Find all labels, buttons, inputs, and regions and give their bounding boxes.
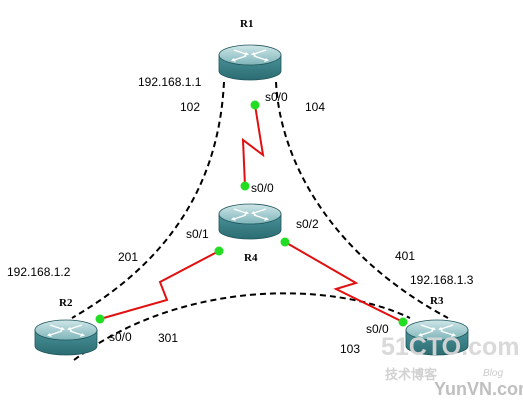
router-r1-ip: 192.168.1.1	[138, 75, 202, 89]
serial-r4-r3	[284, 241, 404, 323]
interface-label-r4-s02: s0/2	[296, 217, 319, 231]
router-r1-icon[interactable]	[218, 44, 282, 81]
interface-label-r3-s00: s0/0	[366, 322, 389, 336]
dlci-r3-to-r1: 401	[395, 249, 415, 263]
router-r4-label: R4	[244, 252, 258, 264]
router-r2-icon[interactable]	[34, 319, 98, 356]
router-r1-label: R1	[240, 18, 253, 30]
watermark-cn: 技术博客	[385, 367, 438, 383]
router-r3-label: R3	[430, 295, 444, 307]
interface-dot-r1-s00	[250, 100, 260, 110]
serial-links	[99, 104, 404, 323]
watermark: 51CTO.com 技术博客 Blog YunVN.com	[381, 333, 523, 399]
interface-dot-r4-s01	[214, 246, 224, 256]
interface-label-r4-s01: s0/1	[186, 227, 209, 241]
serial-r4-r2	[99, 250, 220, 320]
interface-label-r4-s00: s0/0	[251, 181, 274, 195]
dlci-r2-to-r1: 201	[118, 250, 138, 264]
router-r3-ip: 192.168.1.3	[410, 273, 474, 287]
interface-points	[95, 100, 408, 327]
router-r4-icon[interactable]	[218, 203, 282, 240]
interface-label-r2-s00: s0/0	[109, 330, 132, 344]
interface-label-r1-s00: s0/0	[265, 90, 288, 104]
pvc-r2-r3	[73, 292, 411, 361]
watermark-site: 51CTO.com	[381, 333, 519, 361]
watermark-blog: Blog	[483, 368, 503, 379]
dlci-r3-to-r2: 103	[340, 342, 360, 356]
interface-dot-r4-s02	[280, 237, 290, 247]
pvc-r1-r2	[71, 81, 225, 319]
serial-r1-r4	[241, 104, 265, 187]
dlci-r1-to-r2: 102	[180, 100, 200, 114]
interface-dot-r2-s00	[95, 314, 105, 324]
interface-dot-r3-s00	[398, 317, 408, 327]
watermark-url: YunVN.com	[434, 379, 523, 399]
router-r2-ip: 192.168.1.2	[7, 265, 71, 279]
pvc-r1-r3	[275, 81, 449, 319]
dlci-r2-to-r3: 301	[158, 331, 178, 345]
router-r2-label: R2	[59, 297, 73, 309]
interface-dot-r4-s00	[240, 181, 250, 191]
dlci-r1-to-r3: 104	[305, 100, 325, 114]
pvc-links	[71, 81, 449, 361]
